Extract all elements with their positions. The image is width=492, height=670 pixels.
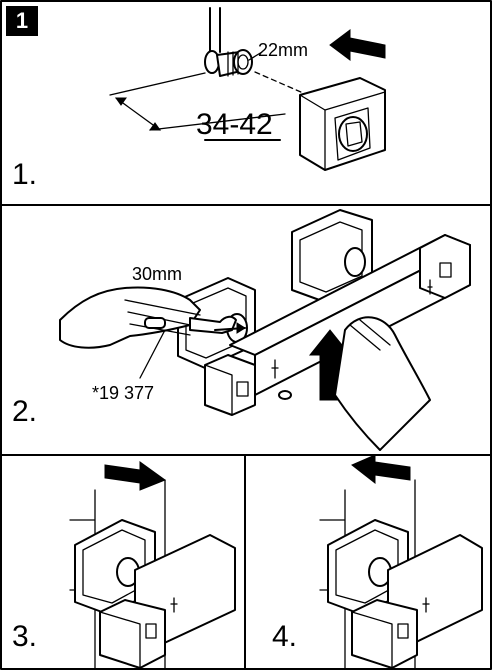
panel-2-illustration <box>59 209 471 451</box>
wrench-size-label: 30mm <box>132 264 183 284</box>
dimension-label: 34-42 <box>196 108 273 141</box>
figure-number-badge: 1 <box>6 6 38 36</box>
panel-3-illustration <box>69 461 236 670</box>
step-3-number: 3. <box>12 620 38 653</box>
step-4-number: 4. <box>272 620 298 653</box>
panel-1-illustration <box>109 7 386 171</box>
step-1-number: 1. <box>12 158 38 191</box>
nut-size-label: 22mm <box>258 40 309 60</box>
panel-4-illustration <box>319 454 483 670</box>
step-2-number: 2. <box>12 395 38 428</box>
part-number-label: *19 377 <box>92 383 155 403</box>
